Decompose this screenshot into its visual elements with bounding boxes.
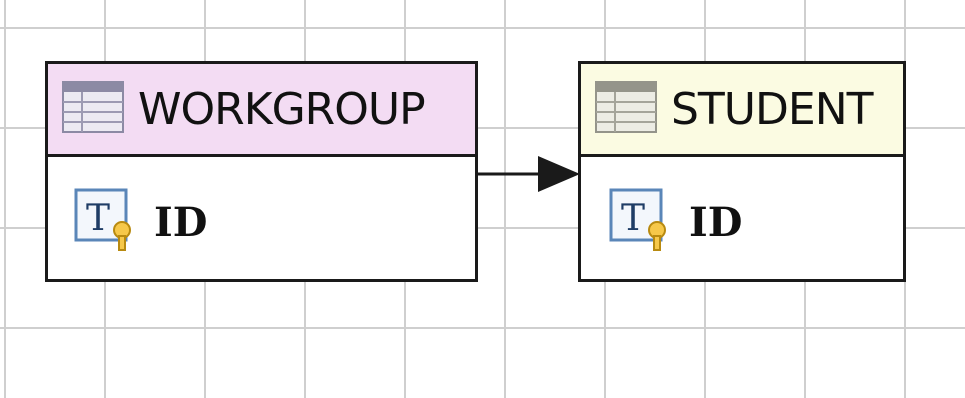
column-name: ID [689,199,743,246]
entity-title: WORKGROUP [138,83,426,135]
svg-text:T: T [621,198,645,239]
entity-workgroup[interactable]: WORKGROUP T ID [45,61,478,282]
svg-text:T: T [86,198,110,239]
entity-workgroup-header: WORKGROUP [48,64,475,157]
entity-student[interactable]: STUDENT T ID [578,61,906,282]
text-key-column-icon: T [609,188,673,257]
arrow-right-icon [538,156,580,192]
text-key-column-icon: T [74,188,138,257]
entity-student-header: STUDENT [581,64,903,157]
column-row[interactable]: T ID [609,188,742,257]
column-name: ID [154,199,208,246]
entity-title: STUDENT [671,83,873,135]
table-icon [62,80,124,138]
column-row[interactable]: T ID [74,188,207,257]
table-icon [595,80,657,138]
